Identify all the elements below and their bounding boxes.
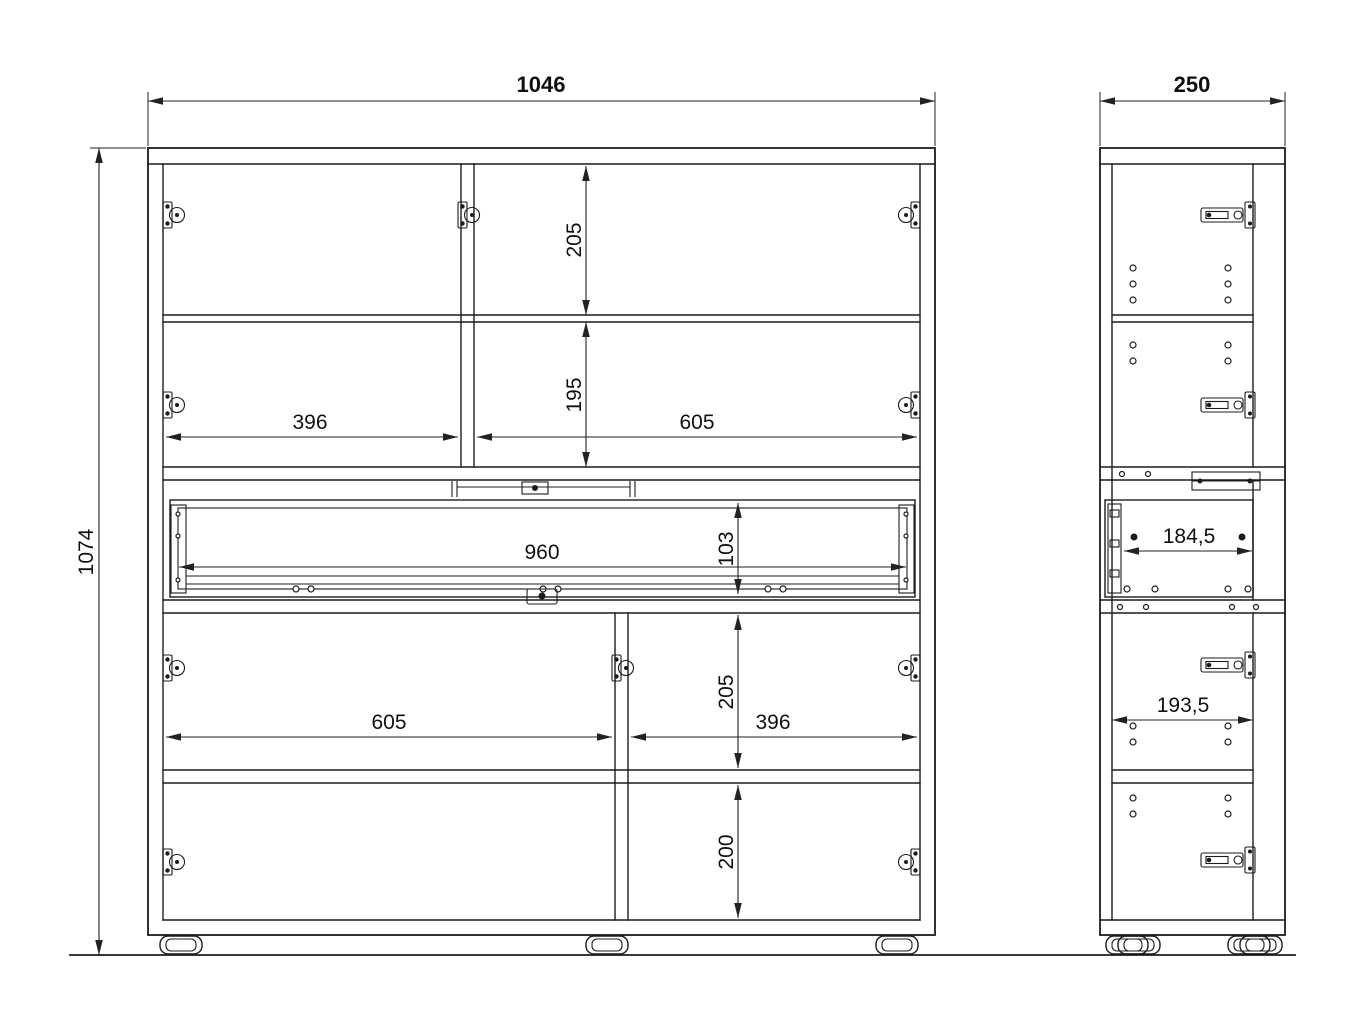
- dim-label-lower-right-door-width: 396: [755, 711, 790, 734]
- side-carcass-outline: [1099, 147, 1286, 936]
- dim-overall-width: 1046: [147, 72, 936, 146]
- dim-lower-section-height: 200: [715, 785, 742, 918]
- front-hinges: [162, 201, 921, 876]
- dim-lower-door-height: 205: [715, 615, 742, 768]
- dim-label-lower-left-door-width: 605: [371, 711, 406, 734]
- front-feet: [159, 935, 919, 955]
- front-lower-section: [162, 612, 921, 921]
- dim-side-drawer-depth: 184,5: [1124, 525, 1252, 555]
- side-view: [1099, 147, 1286, 955]
- dim-label-upper-door-height: 205: [563, 222, 586, 257]
- hinge-icon: [1200, 651, 1256, 679]
- front-carcass-outline: [147, 147, 936, 936]
- hinge-icon: [162, 201, 186, 229]
- side-shelf-pin-holes: [1129, 264, 1232, 818]
- dim-label-overall-height: 1074: [75, 528, 98, 575]
- hinge-icon: [162, 391, 186, 419]
- dim-upper-left-door-width: 396: [166, 411, 458, 441]
- dim-side-lower-depth: 193,5: [1112, 694, 1253, 724]
- hinge-icon: [897, 391, 921, 419]
- front-view: [147, 147, 936, 955]
- side-feet: [1105, 935, 1283, 955]
- dimensions: 1046 250 1074 205 195 396 605: [75, 72, 1286, 955]
- hinge-icon: [897, 848, 921, 876]
- front-upper-section: [162, 163, 921, 481]
- hinge-icon: [162, 654, 186, 682]
- dim-overall-depth: 250: [1099, 72, 1286, 146]
- dim-label-drawer-height: 103: [715, 531, 738, 566]
- hinge-icon: [162, 848, 186, 876]
- dim-overall-height: 1074: [75, 147, 146, 955]
- hinge-icon: [897, 654, 921, 682]
- dim-upper-door-height: 205: [563, 166, 590, 315]
- foot: [585, 935, 629, 955]
- dim-lower-right-door-width: 396: [631, 711, 917, 741]
- dim-label-overall-depth: 250: [1174, 72, 1211, 97]
- drawer-rail-fitting: [521, 481, 549, 495]
- hinge-icon: [1200, 846, 1256, 874]
- dim-label-drawer-width: 960: [524, 541, 559, 564]
- hinge-icon: [897, 201, 921, 229]
- dim-label-side-lower-depth: 193,5: [1157, 694, 1210, 717]
- hinge-icon: [1200, 201, 1256, 229]
- dim-drawer-height: 103: [715, 503, 742, 594]
- dim-label-upper-left-door-width: 396: [292, 411, 327, 434]
- hinge-icon: [1200, 391, 1256, 419]
- dim-label-upper-right-door-width: 605: [679, 411, 714, 434]
- dim-lower-left-door-width: 605: [166, 711, 612, 741]
- dim-label-overall-width: 1046: [517, 72, 566, 97]
- dim-label-lower-door-height: 205: [715, 674, 738, 709]
- dim-drawer-width: 960: [179, 541, 906, 571]
- dim-upper-right-door-width: 605: [477, 411, 917, 441]
- side-drawer-runner: [1104, 470, 1261, 611]
- drawer-slide-right: [898, 504, 915, 594]
- foot: [159, 935, 203, 955]
- foot: [875, 935, 919, 955]
- dim-label-side-drawer-depth: 184,5: [1163, 525, 1216, 548]
- dim-label-upper-shelf-height: 195: [563, 377, 586, 412]
- front-drawer: [162, 481, 921, 614]
- drawer-latch: [526, 588, 558, 605]
- dim-label-lower-section-height: 200: [715, 834, 738, 869]
- drawer-slide-left: [170, 504, 187, 594]
- dim-upper-shelf-height: 195: [563, 322, 590, 467]
